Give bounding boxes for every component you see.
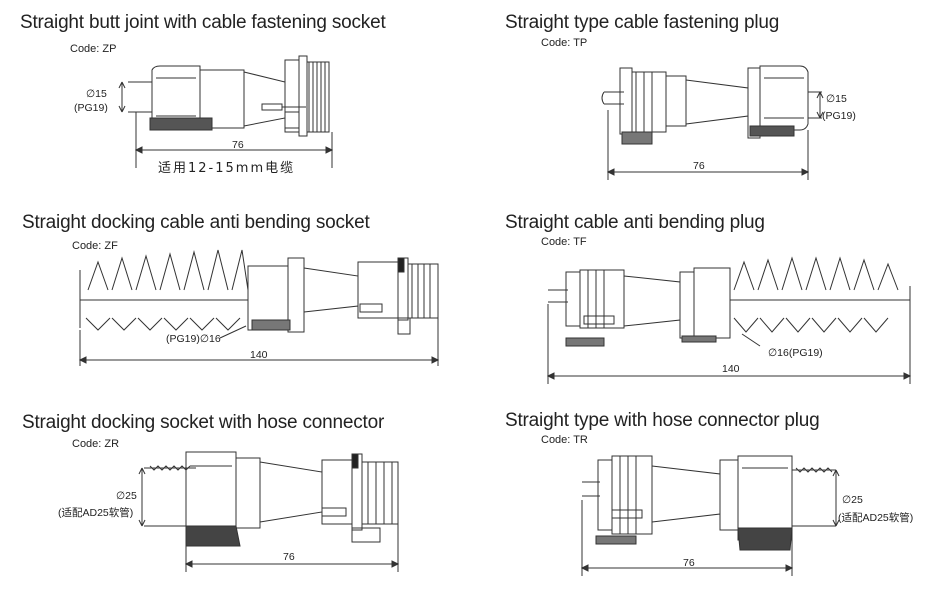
- diameter-label: (PG19)∅16: [166, 333, 221, 345]
- panel-title: Straight docking cable anti bending sock…: [22, 212, 370, 233]
- length-label: 76: [283, 551, 295, 563]
- panel-title: Straight type with hose connector plug: [505, 410, 820, 431]
- panel-code: Code: ZR: [72, 438, 120, 450]
- length-label: 76: [683, 557, 695, 569]
- length-label: 76: [693, 160, 705, 172]
- length-label: 140: [250, 349, 268, 361]
- diameter-label: ∅15: [826, 93, 847, 105]
- panel-code: Code: TR: [541, 434, 588, 446]
- panel-title: Straight cable anti bending plug: [505, 212, 765, 233]
- panel-title: Straight type cable fastening plug: [505, 12, 780, 33]
- hose-note: (适配AD25软管): [838, 512, 914, 524]
- hose-note: (适配AD25软管): [58, 507, 134, 519]
- cable-note: 适用12-15mm电缆: [158, 161, 296, 176]
- length-label: 76: [232, 139, 244, 151]
- diameter-label: ∅25: [842, 494, 863, 506]
- panel-title: Straight docking socket with hose connec…: [22, 412, 385, 433]
- diameter-label: ∅25: [116, 490, 137, 502]
- thread-label: (PG19): [822, 110, 856, 122]
- panel-code: Code: TF: [541, 236, 587, 248]
- diameter-label: ∅16(PG19): [768, 347, 823, 359]
- panel-code: Code: ZF: [72, 240, 118, 252]
- panel-code: Code: TP: [541, 37, 588, 49]
- thread-label: (PG19): [74, 102, 108, 114]
- diameter-label: ∅15: [86, 88, 107, 100]
- length-label: 140: [722, 363, 740, 375]
- panel-title: Straight butt joint with cable fastening…: [20, 12, 386, 33]
- panel-code: Code: ZP: [70, 43, 117, 55]
